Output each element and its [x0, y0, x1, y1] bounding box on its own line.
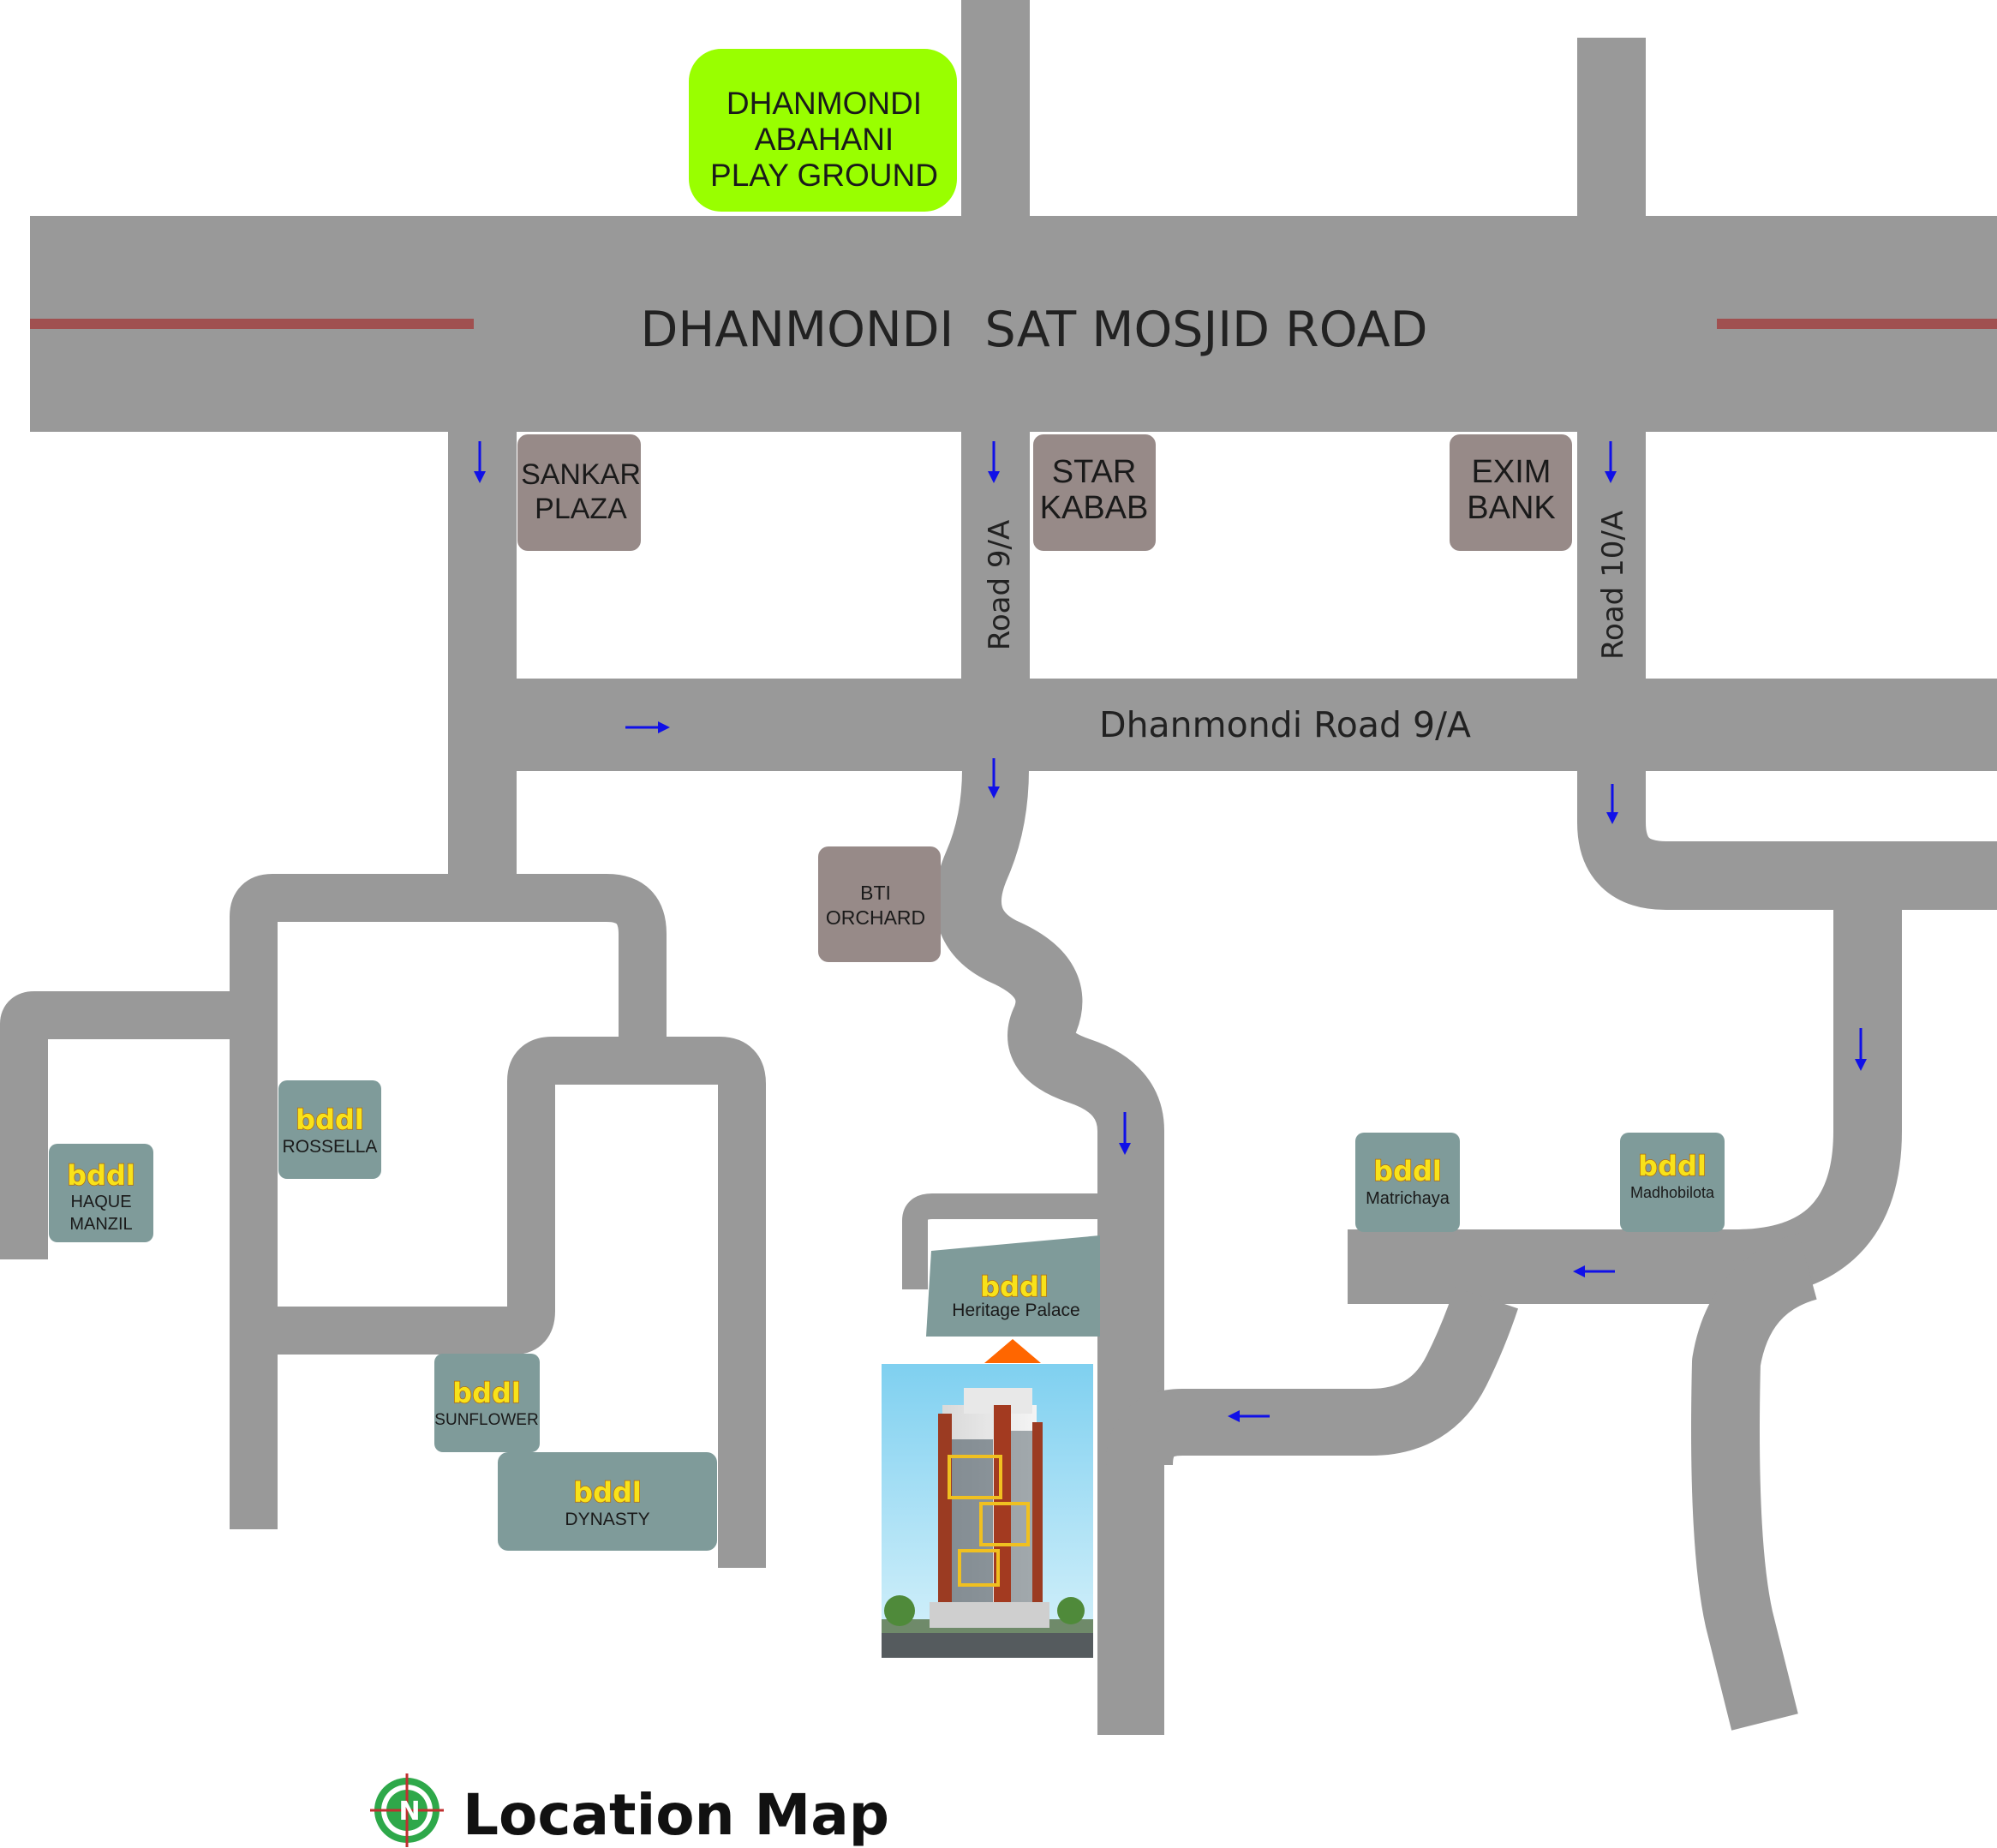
- road-divider-right: [1717, 319, 1997, 329]
- landmark-bti-orchard[interactable]: BTI ORCHARD: [818, 846, 941, 962]
- road-9a-winding: [935, 769, 1164, 1735]
- landmark-star-kabab[interactable]: STAR KABAB: [1033, 434, 1156, 551]
- project-heritage-palace[interactable]: bddl Heritage Palace: [926, 1235, 1100, 1337]
- arrow-down-icon: [988, 758, 1000, 798]
- location-marker-icon: [984, 1339, 1041, 1363]
- arrow-down-icon: [1119, 1112, 1131, 1155]
- project-name: Matrichaya: [1366, 1189, 1450, 1208]
- bddl-logo: bddl: [1373, 1155, 1442, 1187]
- bddl-logo: bddl: [67, 1159, 135, 1192]
- building-illustration: [882, 1364, 1093, 1658]
- project-name: ROSSELLA: [283, 1137, 378, 1157]
- park-line-1: DHANMONDI: [726, 86, 922, 121]
- arrow-down-icon: [474, 441, 486, 483]
- project-box: [49, 1144, 153, 1242]
- compass-icon: N: [370, 1773, 444, 1847]
- road-heritage-spur: [902, 1193, 1105, 1289]
- landmark-box: [517, 434, 641, 551]
- bddl-logo: bddl: [296, 1103, 364, 1136]
- landmark-line-2: KABAB: [1040, 490, 1149, 526]
- legend-title: Location Map: [463, 1782, 889, 1848]
- arrow-down-icon: [1606, 784, 1618, 824]
- bddl-logo: bddl: [980, 1271, 1049, 1303]
- project-name: SUNFLOWER: [434, 1411, 538, 1429]
- landmark-box: [818, 846, 941, 962]
- project-box: [926, 1235, 1100, 1337]
- bddl-logo: bddl: [452, 1377, 521, 1409]
- road-north-stub-right: [1577, 38, 1646, 223]
- road-east-curve: [1577, 769, 1997, 910]
- road-network: [0, 0, 1997, 1735]
- road-west-vertical: [448, 428, 517, 874]
- landmark-line-2: PLAZA: [535, 493, 627, 525]
- road-far-west: [0, 991, 254, 1259]
- compass-letter: N: [398, 1797, 420, 1827]
- landmark-line-2: BANK: [1467, 490, 1555, 526]
- road-label-10a: Road 10/A: [1596, 511, 1630, 660]
- project-madhobilota[interactable]: bddl Madhobilota: [1620, 1133, 1725, 1232]
- project-name: Heritage Palace: [952, 1301, 1079, 1320]
- park-abahani[interactable]: DHANMONDI ABAHANI PLAY GROUND: [689, 49, 957, 212]
- bddl-logo: bddl: [1638, 1150, 1707, 1182]
- landmark-box: [1450, 434, 1572, 551]
- project-box: [1355, 1133, 1460, 1232]
- arrow-down-icon: [1855, 1028, 1867, 1071]
- project-name: Madhobilota: [1630, 1184, 1715, 1201]
- park-line-3: PLAY GROUND: [710, 158, 938, 193]
- landmark-line-2: ORCHARD: [826, 906, 925, 929]
- road-west-loop: [230, 874, 667, 1529]
- road-label-cross: Dhanmondi Road 9/A: [1099, 704, 1471, 745]
- road-divider-left: [30, 319, 474, 329]
- road-label-main: DHANMONDI SAT MOSJID ROAD: [641, 302, 1428, 358]
- landmark-line-1: EXIM: [1472, 454, 1552, 490]
- landmark-line-1: BTI: [860, 882, 891, 904]
- project-box: [278, 1080, 381, 1179]
- project-haque-manzil[interactable]: bddl HAQUE MANZIL: [49, 1144, 153, 1242]
- traffic-arrows: [474, 441, 1867, 1422]
- road-dhanmondi-9a: [448, 679, 1997, 771]
- project-name-line-2: MANZIL: [69, 1215, 132, 1234]
- road-north-stub-left: [961, 0, 1030, 223]
- road-west-inner: [254, 1037, 766, 1568]
- road-east-south-branch: [1691, 1233, 1818, 1731]
- project-rossella[interactable]: bddl ROSSELLA: [278, 1080, 381, 1179]
- road-east-connector: [1106, 1287, 1518, 1467]
- road-label-9a: Road 9/A: [983, 520, 1017, 650]
- project-box: [1620, 1133, 1725, 1232]
- project-box: [498, 1452, 717, 1551]
- project-name: DYNASTY: [565, 1510, 649, 1529]
- landmark-sankar-plaza[interactable]: SANKAR PLAZA: [517, 434, 641, 551]
- road-east-horizontal: [1348, 1234, 1742, 1304]
- project-box: [434, 1354, 540, 1452]
- arrow-down-icon: [988, 441, 1000, 483]
- project-name-line-1: HAQUE: [70, 1193, 131, 1211]
- park-box: [689, 49, 957, 212]
- arrow-down-icon: [1605, 441, 1617, 483]
- map-legend: N Location Map: [370, 1773, 889, 1848]
- landmark-line-1: STAR: [1052, 454, 1137, 490]
- project-dynasty[interactable]: bddl DYNASTY: [498, 1452, 717, 1551]
- project-matrichaya[interactable]: bddl Matrichaya: [1355, 1133, 1460, 1232]
- arrow-left-icon: [1573, 1265, 1615, 1277]
- landmark-line-1: SANKAR: [521, 458, 641, 491]
- landmark-exim-bank[interactable]: EXIM BANK: [1450, 434, 1572, 551]
- project-sunflower[interactable]: bddl SUNFLOWER: [434, 1354, 540, 1452]
- park-line-2: ABAHANI: [755, 122, 894, 157]
- arrow-right-icon: [625, 721, 670, 733]
- arrow-left-icon: [1228, 1410, 1270, 1422]
- landmark-box: [1033, 434, 1156, 551]
- bddl-logo: bddl: [573, 1476, 642, 1509]
